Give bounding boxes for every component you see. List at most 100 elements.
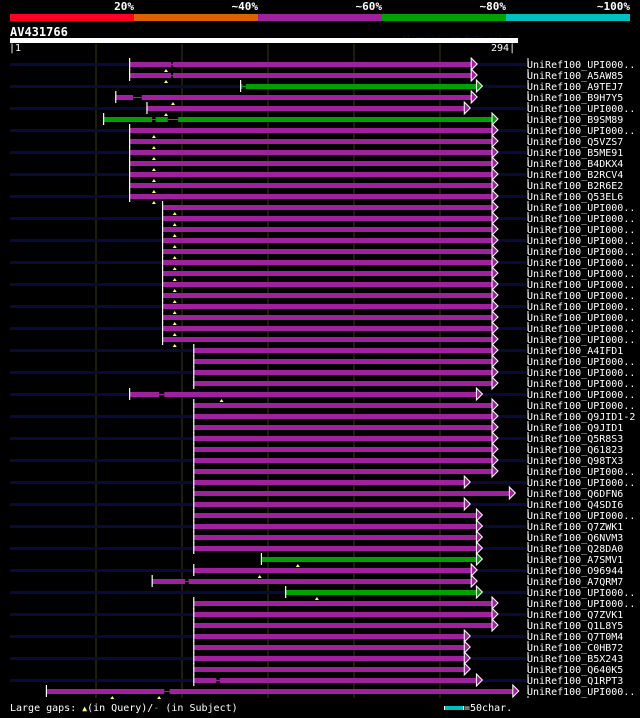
hit-label[interactable]: UniRef100_UPI000..: [527, 291, 635, 302]
hit-bar: [193, 469, 492, 474]
hit-label[interactable]: UniRef100_UPI000..: [527, 467, 635, 478]
hit-label[interactable]: UniRef100_B9H7Y5: [527, 93, 623, 104]
hit-label[interactable]: UniRef100_C0HB72: [527, 643, 623, 654]
hit-label[interactable]: UniRef100_Q28DA0: [527, 544, 623, 555]
hit-label[interactable]: UniRef100_UPI000..: [527, 313, 635, 324]
hit-label[interactable]: UniRef100_UPI000..: [527, 478, 635, 489]
hit-label[interactable]: UniRef100_Q7T0M4: [527, 632, 623, 643]
hit-label[interactable]: UniRef100_Q9JID1: [527, 423, 623, 434]
hit-label[interactable]: UniRef100_O96944: [527, 566, 623, 577]
hit-bar: [129, 161, 492, 166]
hit-label[interactable]: UniRef100_UPI000..: [527, 401, 635, 412]
hit-label[interactable]: UniRef100_Q4SDI6: [527, 500, 623, 511]
query-gap-marker-icon: [151, 146, 156, 149]
hit-label[interactable]: UniRef100_Q7ZWK1: [527, 522, 623, 533]
query-end-value: 294: [491, 43, 510, 54]
hit-label[interactable]: UniRef100_A7QRM7: [527, 577, 623, 588]
hit-bar: [193, 381, 492, 386]
query-gap-marker-icon: ▲: [82, 704, 88, 713]
hit-end-arrow-icon: [475, 78, 484, 94]
score-key-segment: [506, 14, 630, 21]
hit-label[interactable]: UniRef100_UPI000..: [527, 126, 635, 137]
score-key-label: ~60%: [355, 0, 383, 13]
hit-label[interactable]: UniRef100_B2RCV4: [527, 170, 623, 181]
hit-label[interactable]: UniRef100_Q1L8Y5: [527, 621, 623, 632]
hit-label[interactable]: UniRef100_UPI000..: [527, 247, 635, 258]
score-key-segment: [10, 14, 134, 21]
hit-label[interactable]: UniRef100_Q61823: [527, 445, 623, 456]
hit-label[interactable]: UniRef100_UPI000..: [527, 379, 635, 390]
hit-label[interactable]: UniRef100_UPI000..: [527, 269, 635, 280]
hit-label[interactable]: UniRef100_UPI000..: [527, 302, 635, 313]
hit-label[interactable]: UniRef100_Q5R8S3: [527, 434, 623, 445]
hit-label[interactable]: UniRef100_UPI000..: [527, 236, 635, 247]
hit-end-arrow-icon: [491, 265, 499, 281]
hit-bar: [193, 414, 492, 419]
hit-label[interactable]: UniRef100_UPI000..: [527, 368, 635, 379]
hit-label[interactable]: UniRef100_Q640K5: [527, 665, 623, 676]
hit-end-arrow-icon: [491, 287, 499, 303]
hit-label[interactable]: UniRef100_Q6NVM3: [527, 533, 623, 544]
query-gap-marker-icon: [172, 267, 177, 270]
hit-end-arrow-icon: [475, 672, 484, 688]
query-gap-marker-icon: [172, 322, 177, 325]
hit-label[interactable]: UniRef100_B4DKX4: [527, 159, 623, 170]
hit-end-arrow-icon: [491, 606, 499, 622]
hit-end-arrow-icon: [463, 628, 471, 644]
hit-label[interactable]: UniRef100_UPI000..: [527, 225, 635, 236]
query-gap-marker-icon: [172, 289, 177, 292]
hit-label[interactable]: UniRef100_A9TEJ7: [527, 82, 623, 93]
hit-bar: [162, 293, 492, 298]
hit-label[interactable]: UniRef100_UPI000..: [527, 104, 635, 115]
hit-bar: [261, 557, 477, 562]
hit-bar: [155, 117, 168, 122]
hit-label[interactable]: UniRef100_A7SMV1: [527, 555, 623, 566]
hit-label[interactable]: UniRef100_B5ME91: [527, 148, 623, 159]
hit-label[interactable]: UniRef100_UPI000..: [527, 511, 635, 522]
hit-label[interactable]: UniRef100_UPI000..: [527, 203, 635, 214]
hit-label[interactable]: UniRef100_Q5VZS7: [527, 137, 623, 148]
query-gap-marker-icon: [151, 168, 156, 171]
hit-label[interactable]: UniRef100_A5AW85: [527, 71, 623, 82]
hit-label[interactable]: UniRef100_B5X243: [527, 654, 623, 665]
query-gap-marker-icon: [172, 344, 177, 347]
hit-label[interactable]: UniRef100_A4IFD1: [527, 346, 623, 357]
hit-label[interactable]: UniRef100_UPI000..: [527, 687, 635, 698]
hit-label[interactable]: UniRef100_Q98TX3: [527, 456, 623, 467]
hit-bar: [193, 458, 492, 463]
hit-label[interactable]: UniRef100_UPI000..: [527, 258, 635, 269]
hit-label[interactable]: UniRef100_UPI000..: [527, 335, 635, 346]
hit-end-arrow-icon: [491, 254, 499, 270]
hit-label[interactable]: UniRef100_UPI000..: [527, 390, 635, 401]
query-gap-marker-icon: [151, 179, 156, 182]
hit-label[interactable]: UniRef100_UPI000..: [527, 588, 635, 599]
hit-label[interactable]: UniRef100_Q53EL6: [527, 192, 623, 203]
hit-end-arrow-icon: [491, 617, 499, 633]
hit-label[interactable]: UniRef100_Q6DFN6: [527, 489, 623, 500]
query-start-value: 1: [15, 43, 22, 54]
hit-end-arrow-icon: [491, 463, 499, 479]
hit-bar: [162, 337, 492, 342]
hit-end-arrow-icon: [491, 188, 499, 204]
hit-label[interactable]: UniRef100_UPI000..: [527, 280, 635, 291]
hit-label[interactable]: UniRef100_B2R6E2: [527, 181, 623, 192]
hit-bar: [162, 260, 492, 265]
hit-end-arrow-icon: [491, 364, 499, 380]
hit-end-arrow-icon: [475, 507, 484, 523]
hit-label[interactable]: UniRef100_UPI000..: [527, 214, 635, 225]
hit-label[interactable]: UniRef100_Q7ZVK1: [527, 610, 623, 621]
query-gap-marker-icon: [314, 597, 319, 600]
hit-label[interactable]: UniRef100_UPI000..: [527, 357, 635, 368]
query-gap-marker-icon: [151, 201, 156, 204]
hit-label[interactable]: UniRef100_B9SM89: [527, 115, 623, 126]
score-key-label: ~80%: [479, 0, 507, 13]
hit-label[interactable]: UniRef100_UPI000..: [527, 599, 635, 610]
hit-label[interactable]: UniRef100_Q9JID1-2: [527, 412, 635, 423]
hit-bar: [152, 579, 186, 584]
hit-label[interactable]: UniRef100_UPI000..: [527, 60, 635, 71]
hit-end-arrow-icon: [491, 595, 499, 611]
scale-bar-icon: [444, 706, 464, 710]
hit-label[interactable]: UniRef100_Q1RPT3: [527, 676, 623, 687]
hit-label[interactable]: UniRef100_UPI000..: [527, 324, 635, 335]
hit-bar: [129, 150, 492, 155]
